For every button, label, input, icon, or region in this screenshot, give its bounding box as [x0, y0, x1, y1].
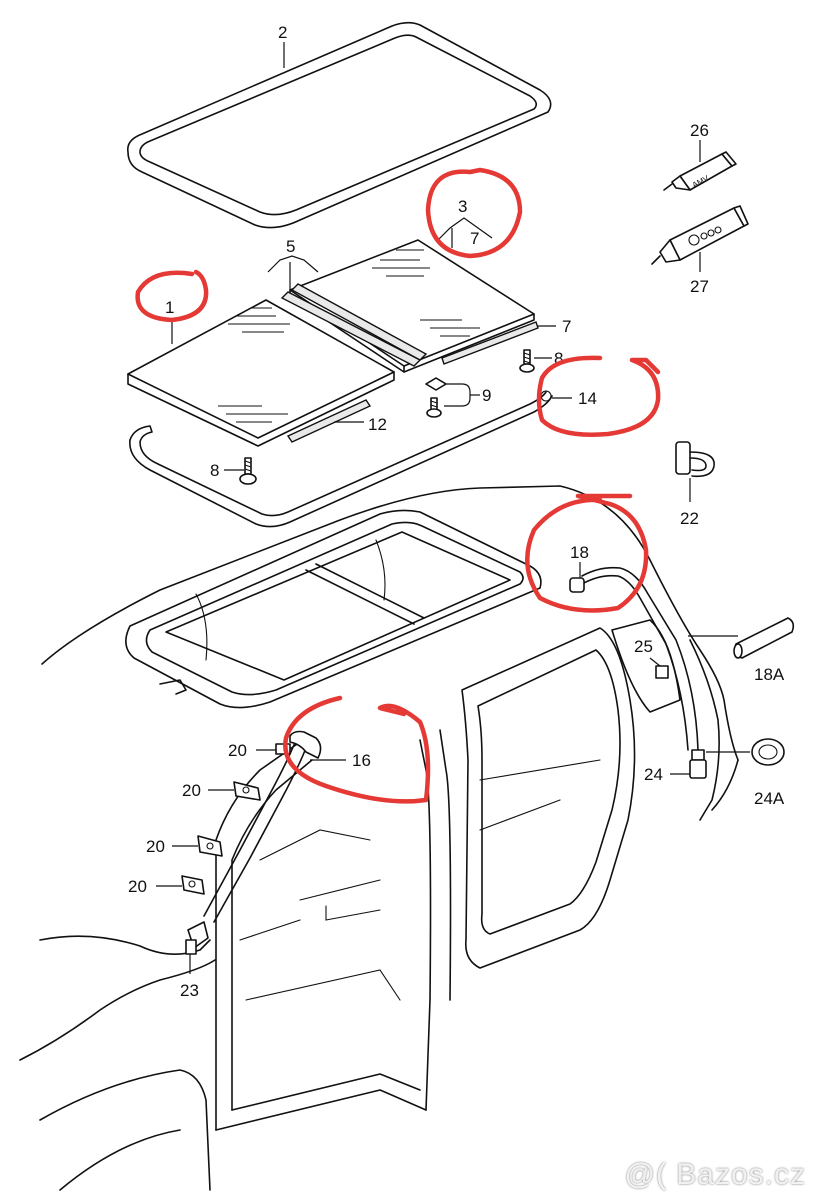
label-20-c: 20	[146, 837, 165, 856]
label-7-bracket: 7	[470, 229, 479, 248]
label-27: 27	[690, 277, 709, 296]
grommet-24a	[751, 738, 785, 766]
screw-8-lower	[239, 457, 257, 485]
sealant-tube-26: AMV	[663, 151, 737, 191]
label-8-upper: 8	[554, 349, 563, 368]
label-3: 3	[458, 197, 467, 216]
deflector-strip-7	[441, 321, 539, 365]
label-5: 5	[286, 237, 295, 256]
label-9: 9	[482, 386, 491, 405]
label-7: 7	[562, 317, 571, 336]
guide-strip-12	[286, 399, 372, 443]
label-20-a: 20	[228, 741, 247, 760]
label-14: 14	[578, 389, 597, 408]
clip-20-b	[233, 781, 261, 801]
label-20-d: 20	[128, 877, 147, 896]
highlight-circle-18	[525, 493, 649, 613]
label-23: 23	[180, 981, 199, 1000]
screw-9-pair	[425, 377, 447, 418]
label-2: 2	[278, 23, 287, 42]
clip-25	[655, 665, 669, 679]
label-18: 18	[570, 543, 589, 562]
watermark: @( Bazos.cz	[624, 1158, 806, 1191]
lower-frame	[129, 391, 553, 528]
label-24: 24	[644, 765, 663, 784]
highlight-circle-3	[425, 167, 523, 259]
seal-frame-part	[126, 21, 552, 229]
sealant-tube-27	[651, 205, 749, 265]
hose-connector-18	[569, 577, 585, 593]
hose-elbow-16	[289, 730, 322, 759]
label-22: 22	[680, 509, 699, 528]
label-16: 16	[352, 751, 371, 770]
drain-valve-24	[689, 749, 707, 779]
label-8-lower: 8	[210, 461, 219, 480]
label-20-b: 20	[182, 781, 201, 800]
highlight-circle-16	[283, 695, 431, 804]
drain-valve-23	[185, 921, 209, 955]
highlight-circle-14	[536, 355, 661, 437]
label-1: 1	[165, 298, 174, 317]
label-12: 12	[368, 415, 387, 434]
hose-piece-18a	[733, 617, 795, 659]
front-glass-panel	[127, 299, 395, 447]
clip-20-c	[197, 835, 223, 857]
screw-8-upper	[519, 349, 535, 373]
clip-20-a	[275, 743, 291, 755]
guide-strips	[280, 283, 428, 367]
label-25: 25	[634, 637, 653, 656]
clip-20-d	[181, 875, 205, 895]
clip-22	[675, 441, 715, 478]
label-18a: 18A	[754, 665, 785, 684]
highlight-marks	[135, 167, 661, 804]
highlight-circle-1	[135, 269, 209, 323]
label-26: 26	[690, 121, 709, 140]
car-body	[19, 485, 739, 1191]
label-24a: 24A	[754, 789, 785, 808]
